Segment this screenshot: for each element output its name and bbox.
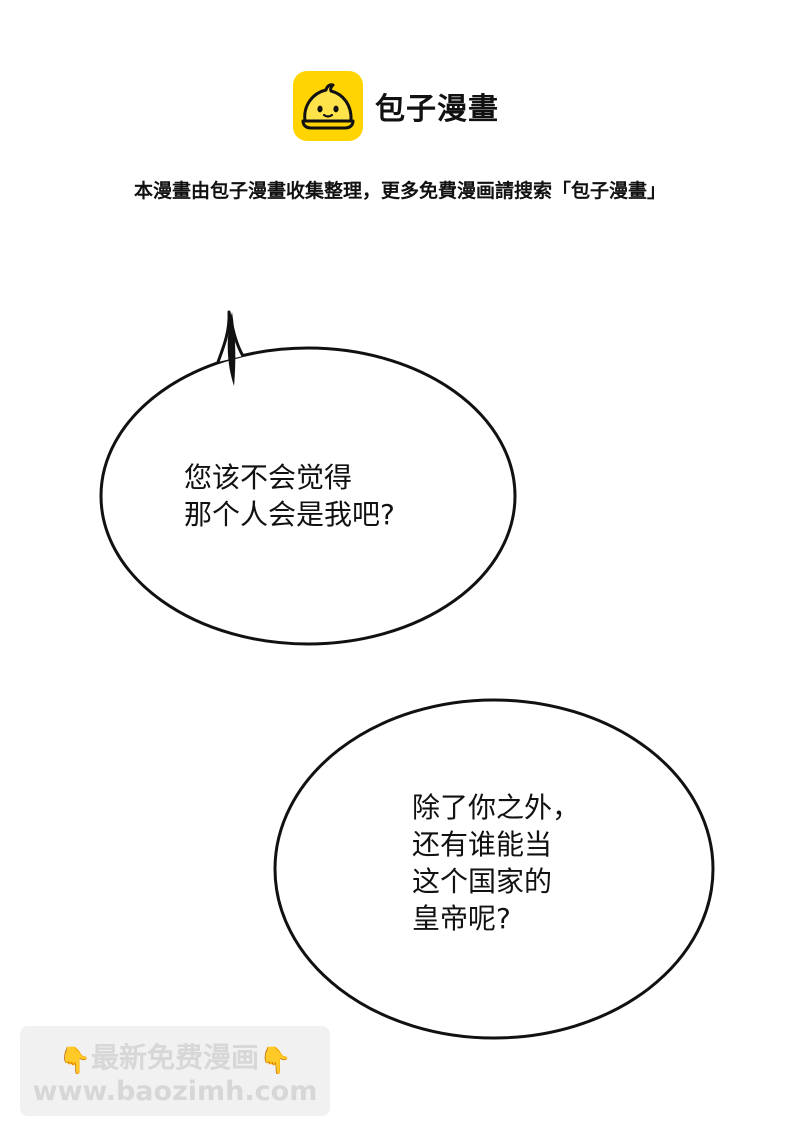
speech-line: 那个人会是我吧? <box>184 498 395 531</box>
watermark-title-row: 👇最新免费漫画👇 <box>20 1036 330 1076</box>
speech-line: 您该不会觉得 <box>184 461 353 494</box>
speech-line: 皇帝呢? <box>412 902 511 935</box>
bun-mascot-icon <box>293 71 363 141</box>
speech-line: 除了你之外， <box>412 791 581 824</box>
brand-header: 包子漫畫 <box>293 71 499 141</box>
brand-name: 包子漫畫 <box>375 92 499 127</box>
site-watermark: 👇最新免费漫画👇 www.baozimh.com <box>20 1026 330 1116</box>
speech-line: 这个国家的 <box>412 865 553 898</box>
speech-bubble-2 <box>273 698 715 1040</box>
watermark-url: www.baozimh.com <box>32 1076 318 1107</box>
speech-line: 还有谁能当 <box>412 828 553 861</box>
speech-bubble-2-text: 除了你之外， 还有谁能当 这个国家的 皇帝呢? <box>412 789 580 937</box>
pointing-down-hand-icon: 👇 <box>58 1046 91 1076</box>
source-notice: 本漫畫由包子漫畫收集整理，更多免費漫画請搜索「包子漫畫」 <box>133 180 666 202</box>
watermark-title: 最新免费漫画 <box>90 1041 259 1074</box>
speech-bubble-1 <box>99 310 517 646</box>
pointing-down-hand-icon: 👇 <box>259 1046 292 1076</box>
speech-bubble-1-text: 您该不会觉得 那个人会是我吧? <box>184 459 395 533</box>
